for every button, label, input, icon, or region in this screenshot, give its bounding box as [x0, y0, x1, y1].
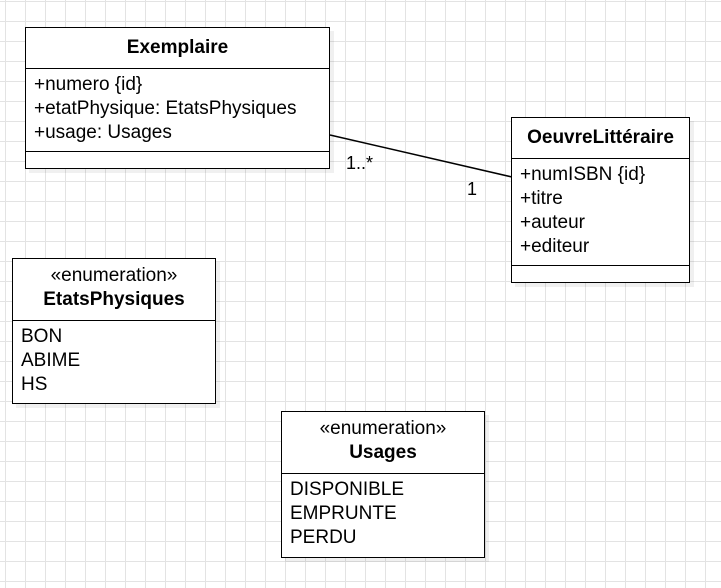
class-oeuvre-litteraire[interactable]: OeuvreLittéraire +numISBN {id} +titre +a…	[511, 117, 690, 283]
attribute-editeur: +editeur	[520, 236, 590, 257]
attribute-etat-physique: +etatPhysique: EtatsPhysiques	[34, 98, 297, 119]
enum-etats-physiques[interactable]: «enumeration» EtatsPhysiques BON ABIME H…	[12, 258, 216, 404]
class-exemplaire-header: Exemplaire	[26, 28, 329, 69]
attribute-usage: +usage: Usages	[34, 122, 172, 143]
enum-value-hs: HS	[21, 374, 48, 395]
enum-value-bon: BON	[21, 326, 63, 347]
class-exemplaire[interactable]: Exemplaire +numero {id} +etatPhysique: E…	[25, 27, 330, 169]
enum-etats-header: «enumeration» EtatsPhysiques	[13, 259, 215, 321]
enum-usages-values: DISPONIBLE EMPRUNTE PERDU	[282, 474, 484, 556]
enum-usages-stereotype: «enumeration»	[319, 418, 447, 439]
enum-etats-stereotype: «enumeration»	[50, 265, 178, 286]
association-line[interactable]	[329, 134, 513, 178]
enum-value-disponible: DISPONIBLE	[290, 479, 405, 500]
class-exemplaire-attributes: +numero {id} +etatPhysique: EtatsPhysiqu…	[26, 69, 329, 151]
enum-etats-name: EtatsPhysiques	[43, 289, 185, 310]
enum-value-abime: ABIME	[21, 350, 81, 371]
enum-usages[interactable]: «enumeration» Usages DISPONIBLE EMPRUNTE…	[281, 411, 485, 558]
attribute-titre: +titre	[520, 188, 563, 209]
class-oeuvre-attributes: +numISBN {id} +titre +auteur +editeur	[512, 159, 689, 265]
attribute-num-isbn: +numISBN {id}	[520, 164, 646, 185]
enum-usages-header: «enumeration» Usages	[282, 412, 484, 474]
enum-etats-values: BON ABIME HS	[13, 321, 215, 403]
class-oeuvre-operations	[512, 265, 689, 282]
multiplicity-oeuvre: 1	[467, 179, 478, 199]
class-exemplaire-operations	[26, 151, 329, 168]
class-exemplaire-name: Exemplaire	[126, 37, 229, 58]
attribute-numero: +numero {id}	[34, 74, 143, 95]
attribute-auteur: +auteur	[520, 212, 585, 233]
enum-usages-name: Usages	[349, 442, 417, 463]
enum-value-perdu: PERDU	[290, 527, 357, 548]
multiplicity-exemplaire: 1..*	[346, 153, 374, 173]
class-oeuvre-name: OeuvreLittéraire	[527, 127, 674, 148]
enum-value-emprunte: EMPRUNTE	[290, 503, 397, 524]
class-oeuvre-header: OeuvreLittéraire	[512, 118, 689, 159]
